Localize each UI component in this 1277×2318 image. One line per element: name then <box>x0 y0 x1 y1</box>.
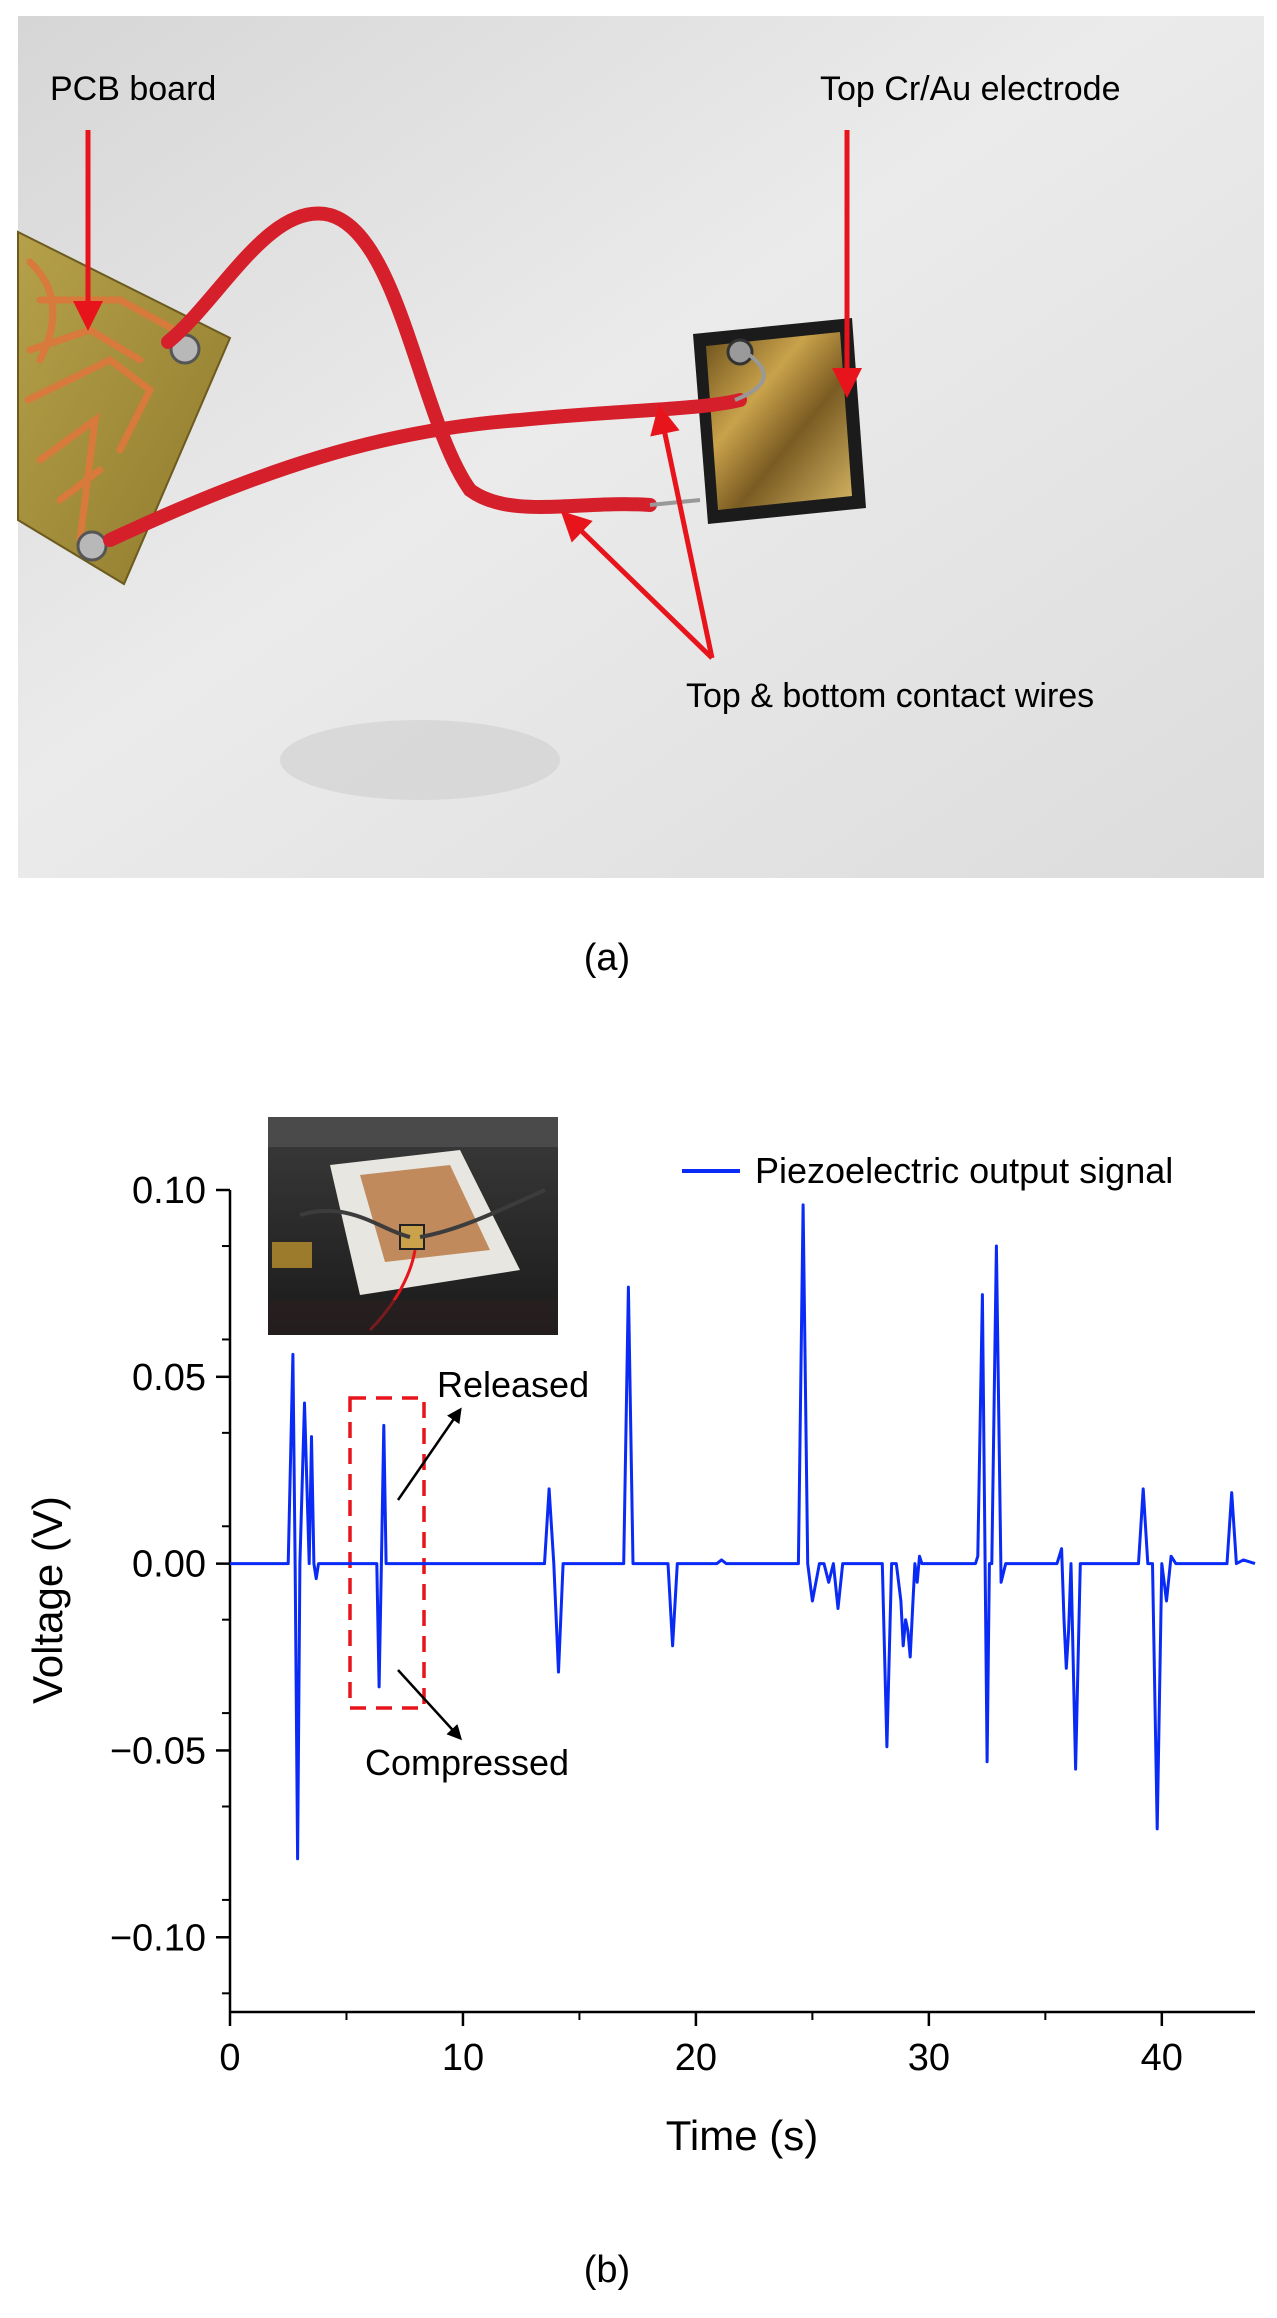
y-axis-label: Voltage (V) <box>24 1496 71 1704</box>
y-tick-label: 0.05 <box>132 1357 206 1399</box>
electrode-label: Top Cr/Au electrode <box>820 70 1121 108</box>
x-tick-label: 30 <box>908 2037 950 2079</box>
label-arrows <box>73 130 862 660</box>
series-line-piezoelectric <box>230 1203 1256 1861</box>
x-axis-label: Time (s) <box>666 2112 818 2159</box>
x-tick-label: 0 <box>219 2037 240 2079</box>
y-tick-label: −0.05 <box>110 1730 206 1772</box>
pcb-board <box>17 230 232 586</box>
pcb-label: PCB board <box>50 70 216 108</box>
inset-photo <box>268 1117 558 1335</box>
wire-arrow-right <box>650 404 715 659</box>
axis-ticks <box>216 1188 1164 2026</box>
x-tick-label: 20 <box>675 2037 717 2079</box>
y-tick-label: 0.10 <box>132 1170 206 1212</box>
highlight-box <box>348 1396 426 1710</box>
compressed-arrow <box>397 1669 463 1741</box>
released-label: Released <box>437 1364 589 1405</box>
panel-a-photo: PCB board Top Cr/Au electrode Top & bott… <box>17 16 1264 878</box>
panel-a-caption: (a) <box>584 937 630 979</box>
released-arrow <box>396 1407 462 1501</box>
legend: Piezoelectric output signal <box>682 1150 1173 1191</box>
panel-b-caption: (b) <box>584 2249 630 2291</box>
tick-labels: 0 10 20 30 40 0.10 0.05 0.00 −0.05 −0.10 <box>110 1170 1183 2079</box>
compressed-label: Compressed <box>365 1742 569 1783</box>
y-tick-label: −0.10 <box>110 1917 206 1959</box>
y-tick-label: 0.00 <box>132 1544 206 1586</box>
x-tick-label: 40 <box>1141 2037 1183 2079</box>
piezo-device <box>693 318 866 524</box>
panel-b-chart: 0 10 20 30 40 0.10 0.05 0.00 −0.05 −0.10 Time (s)… <box>24 1117 1256 2159</box>
wall-background <box>18 16 1264 878</box>
wire-arrow-left <box>560 510 714 660</box>
wires-label: Top & bottom contact wires <box>686 677 1094 715</box>
x-tick-label: 10 <box>442 2037 484 2079</box>
legend-label: Piezoelectric output signal <box>755 1150 1173 1191</box>
